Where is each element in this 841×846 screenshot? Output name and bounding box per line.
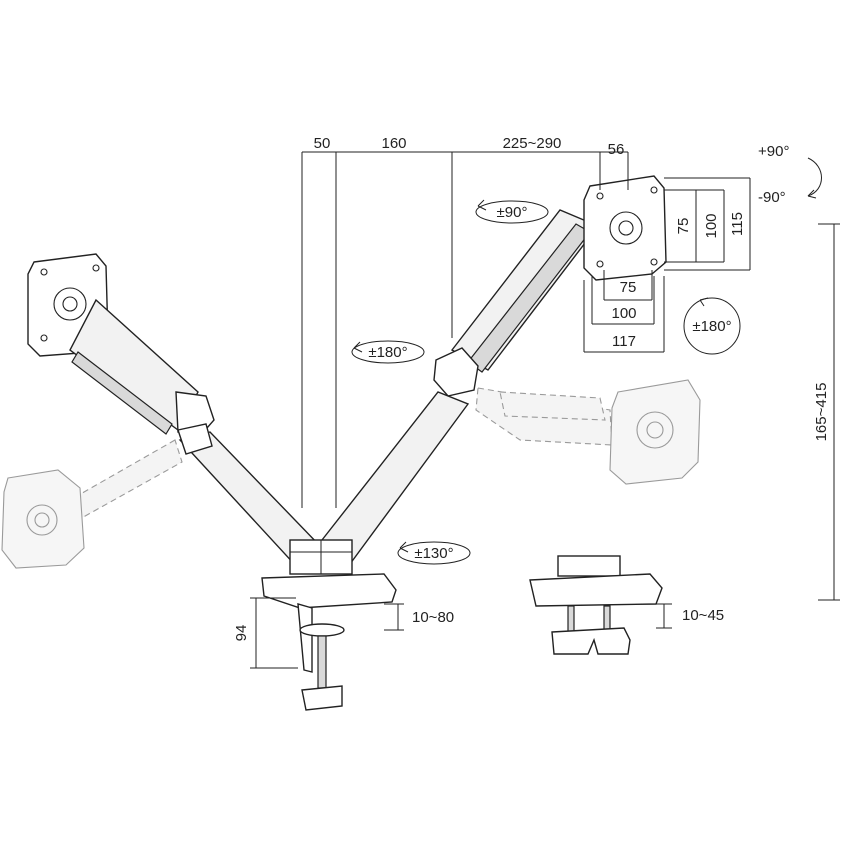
clamp-range-label: 10~80 xyxy=(412,609,454,626)
left-vesa-plate xyxy=(27,253,109,357)
head-depth-label: 56 xyxy=(608,141,625,158)
top-dimension-lines xyxy=(301,151,629,508)
grommet-base xyxy=(529,555,663,655)
vesa-115-label: 115 xyxy=(729,212,746,236)
arm-segment-1-label: 160 xyxy=(381,135,406,152)
rotation-arrows xyxy=(351,157,822,565)
vesa-75-vertical-label: 75 xyxy=(675,218,692,235)
arm-segment-2-label: 225~290 xyxy=(503,135,562,152)
vesa-75-horizontal-label: 75 xyxy=(620,279,637,296)
height-dimension-lines xyxy=(818,223,840,601)
vesa-dimension-lines xyxy=(583,177,751,353)
vesa-100-vertical-label: 100 xyxy=(703,213,720,238)
right-upper-arm xyxy=(433,209,600,397)
center-post xyxy=(289,539,353,575)
vesa-117-label: 117 xyxy=(612,333,636,350)
left-lower-arm xyxy=(177,423,324,567)
vesa-100-horizontal-label: 100 xyxy=(611,305,636,322)
height-range-label: 165~415 xyxy=(813,383,830,442)
right-vesa-plate xyxy=(583,175,667,281)
clamp-base xyxy=(261,573,397,711)
grommet-range-label: 10~45 xyxy=(682,607,724,624)
rotate-panel-label: ±180° xyxy=(692,318,731,335)
ghost-right-monitor xyxy=(475,379,701,485)
swivel-head-label: ±90° xyxy=(497,204,528,221)
right-lower-arm xyxy=(321,391,470,566)
swivel-base-label: ±130° xyxy=(414,545,453,562)
left-upper-arm xyxy=(69,298,215,437)
arm-offset-label: 50 xyxy=(314,135,331,152)
clamp-height-label: 94 xyxy=(233,625,250,642)
clamp-dimension-lines xyxy=(250,597,672,669)
tilt-down-label: -90° xyxy=(758,189,786,206)
tilt-up-label: +90° xyxy=(758,143,789,160)
ghost-left-monitor xyxy=(1,439,183,569)
swivel-arm-label: ±180° xyxy=(368,344,407,361)
